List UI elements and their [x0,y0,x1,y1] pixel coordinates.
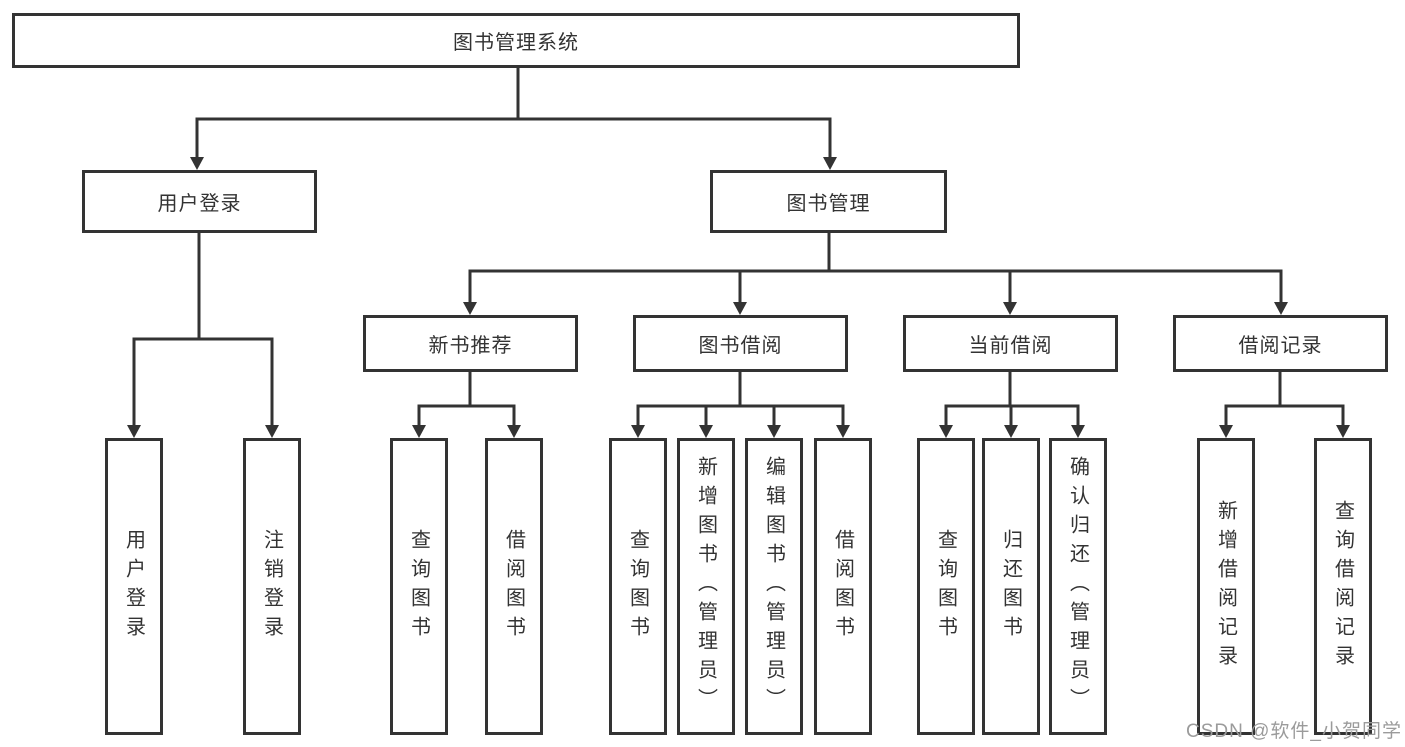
node-current-borrowing: 当前借阅 [903,315,1118,372]
leaf-current-return-books: 归还图书 [982,438,1040,735]
arrowhead-icons [127,157,1350,438]
csdn-watermark: CSDN @软件_小贺同学 [1186,721,1402,742]
leaf-borrow-edit-books-admin: 编辑图书（管理员） [745,438,803,735]
leaf-logout-login: 注销登录 [243,438,301,735]
node-book-management: 图书管理 [710,170,947,233]
leaf-current-confirm-return-admin: 确认归还（管理员） [1049,438,1107,735]
leaf-borrow-query-books: 查询图书 [609,438,667,735]
leaf-user-login: 用户登录 [105,438,163,735]
leaf-newbooks-query-books: 查询图书 [390,438,448,735]
node-book-borrowing: 图书借阅 [633,315,848,372]
leaf-borrow-borrow-books: 借阅图书 [814,438,872,735]
leaf-records-add-record: 新增借阅记录 [1197,438,1255,735]
node-root-library-system: 图书管理系统 [12,13,1020,68]
node-user-login: 用户登录 [82,170,317,233]
leaf-records-query-record: 查询借阅记录 [1314,438,1372,735]
leaf-current-query-books: 查询图书 [917,438,975,735]
leaf-newbooks-borrow-books: 借阅图书 [485,438,543,735]
node-new-book-recommend: 新书推荐 [363,315,578,372]
node-borrowing-records: 借阅记录 [1173,315,1388,372]
leaf-borrow-add-books-admin: 新增图书（管理员） [677,438,735,735]
